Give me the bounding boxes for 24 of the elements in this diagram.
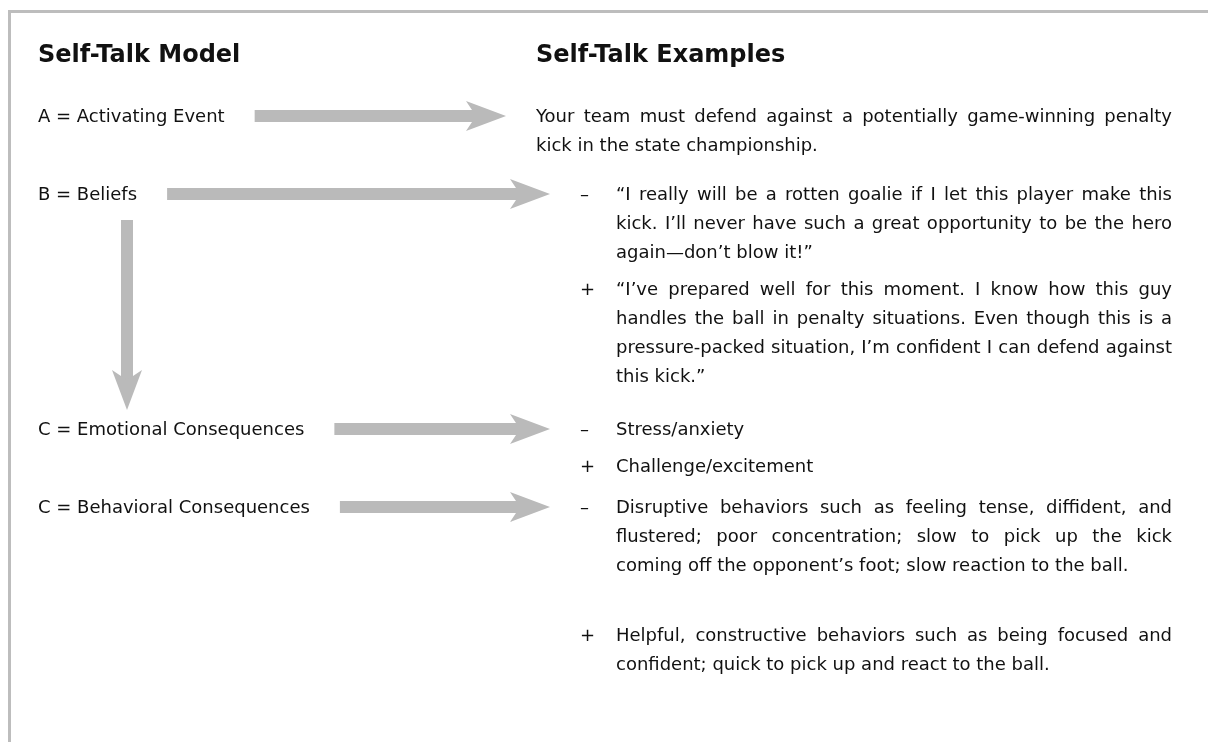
example-text: Challenge/excitement [616, 454, 815, 478]
model-term: B = Beliefs [38, 179, 138, 208]
bullet-sign: – [580, 182, 590, 206]
model-term: C = Emotional Consequences [38, 414, 305, 443]
example-text: “I’ve prepared well for this moment. I know how this guy handles the ball in penalty situations. Even though this is a pressure-packed situation, I’m confident I can defend against this kick.” [616, 277, 1172, 388]
arrow [254, 101, 506, 131]
column-heading: Self-Talk Model [38, 40, 241, 68]
bullet-sign: + [580, 277, 597, 301]
arrow [112, 220, 142, 410]
bullet-sign: + [580, 454, 597, 478]
example-text: Stress/anxiety [616, 417, 746, 441]
model-term: C = Behavioral Consequences [38, 492, 310, 521]
bullet-sign: + [580, 623, 597, 647]
example-text: Helpful, constructive behaviors such as being focused and confident; quick to pick up and react to the ball. [616, 623, 1172, 676]
scenario-text: Your team must defend against a potentially game-winning penalty kick in the state championship. [536, 101, 1172, 159]
example-text: “I really will be a rotten goalie if I let this player make this kick. I’ll never have such a great opportunity to be the hero again—don’t blow it!” [616, 182, 1172, 264]
model-term: A = Activating Event [38, 101, 225, 130]
example-text: Disruptive behaviors such as feeling tense, diffident, and flustered; poor concentration; slow to pick up the kick coming off the opponent’s foot; slow reaction to the ball. [616, 495, 1172, 577]
bullet-sign: – [580, 495, 590, 519]
column-heading: Self-Talk Examples [536, 40, 786, 68]
arrow [339, 492, 550, 522]
bullet-sign: – [580, 417, 590, 441]
arrow [334, 414, 550, 444]
arrow [167, 179, 550, 209]
